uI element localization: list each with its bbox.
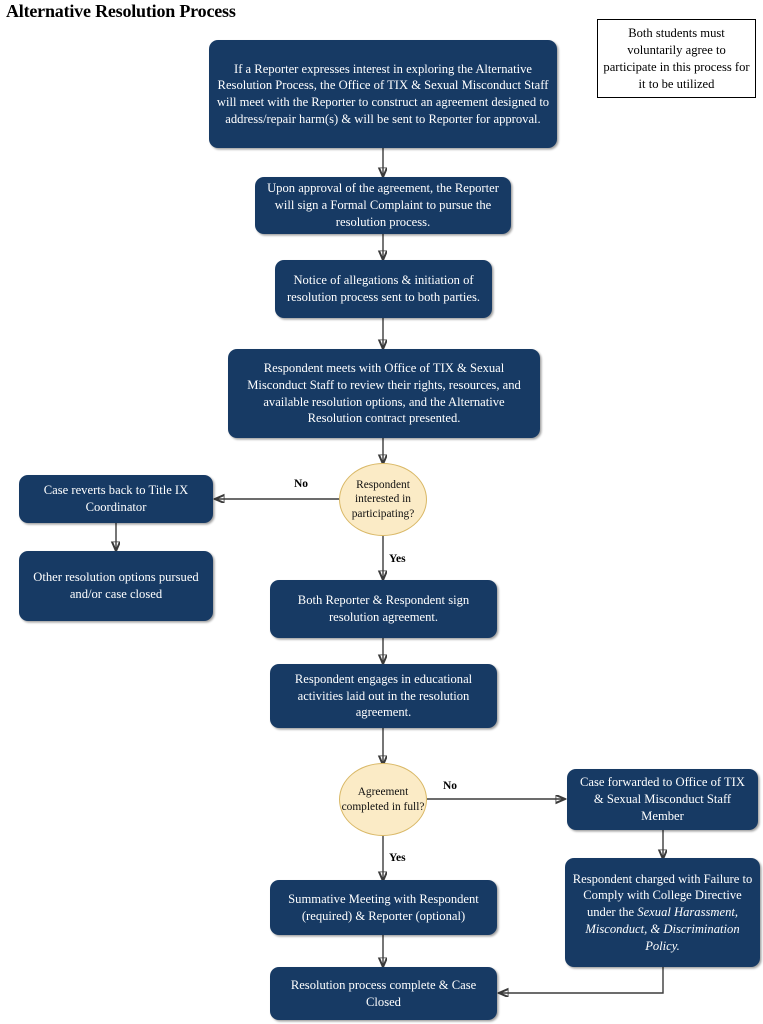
decision-respondent-interested-label: Respondent interested in participating? [351,479,415,520]
node-start[interactable]: If a Reporter expresses interest in expl… [209,40,557,148]
node-start-label: If a Reporter expresses interest in expl… [216,61,550,126]
edge-label-completed-no: No [443,780,458,792]
decision-agreement-completed-label: Agreement completed in full? [341,786,425,813]
node-other-options-label: Other resolution options pursued and/or … [33,570,199,601]
note-box: Both students must voluntarily agree to … [597,19,756,98]
node-complete-closed[interactable]: Resolution process complete & Case Close… [270,967,497,1020]
node-case-forwarded[interactable]: Case forwarded to Office of TIX & Sexual… [567,769,758,830]
node-educational-activities-label: Respondent engages in educational activi… [294,671,473,720]
node-case-forwarded-label: Case forwarded to Office of TIX & Sexual… [580,775,745,823]
node-both-sign[interactable]: Both Reporter & Respondent sign resoluti… [270,580,497,638]
edge-label-interested-yes: Yes [389,553,406,565]
node-formal-complaint-label: Upon approval of the agreement, the Repo… [267,181,499,229]
node-notice-label: Notice of allegations & initiation of re… [286,273,481,304]
node-both-sign-label: Both Reporter & Respondent sign resoluti… [297,593,470,624]
node-charged-failure-label: Respondent charged with Failure to Compl… [572,871,753,955]
decision-respondent-interested[interactable]: Respondent interested in participating? [339,463,427,536]
node-other-options[interactable]: Other resolution options pursued and/or … [19,551,213,621]
node-respondent-meets-label: Respondent meets with Office of TIX & Se… [247,361,521,426]
node-notice[interactable]: Notice of allegations & initiation of re… [275,260,492,318]
node-revert-title-ix-label: Case reverts back to Title IX Coordinato… [43,483,189,514]
node-charged-failure[interactable]: Respondent charged with Failure to Compl… [565,858,760,967]
page-title: Alternative Resolution Process [6,1,236,21]
edge-charged-to-complete [500,966,664,993]
edge-label-completed-yes: Yes [389,852,406,864]
node-educational-activities[interactable]: Respondent engages in educational activi… [270,664,497,728]
node-charged-failure-plain: Respondent charged with Failure to Compl… [572,871,753,920]
note-text: Both students must voluntarily agree to … [603,25,750,91]
node-respondent-meets[interactable]: Respondent meets with Office of TIX & Se… [228,349,540,438]
decision-agreement-completed[interactable]: Agreement completed in full? [339,763,427,836]
edge-label-interested-no: No [294,478,309,490]
node-summative-meeting[interactable]: Summative Meeting with Respondent (requi… [270,880,497,935]
node-summative-meeting-label: Summative Meeting with Respondent (requi… [288,891,479,923]
node-formal-complaint[interactable]: Upon approval of the agreement, the Repo… [255,177,511,234]
node-charged-failure-policy: Sexual Harassment, Misconduct, & Discrim… [585,905,740,953]
node-complete-closed-label: Resolution process complete & Case Close… [290,977,477,1009]
node-revert-title-ix[interactable]: Case reverts back to Title IX Coordinato… [19,475,213,523]
